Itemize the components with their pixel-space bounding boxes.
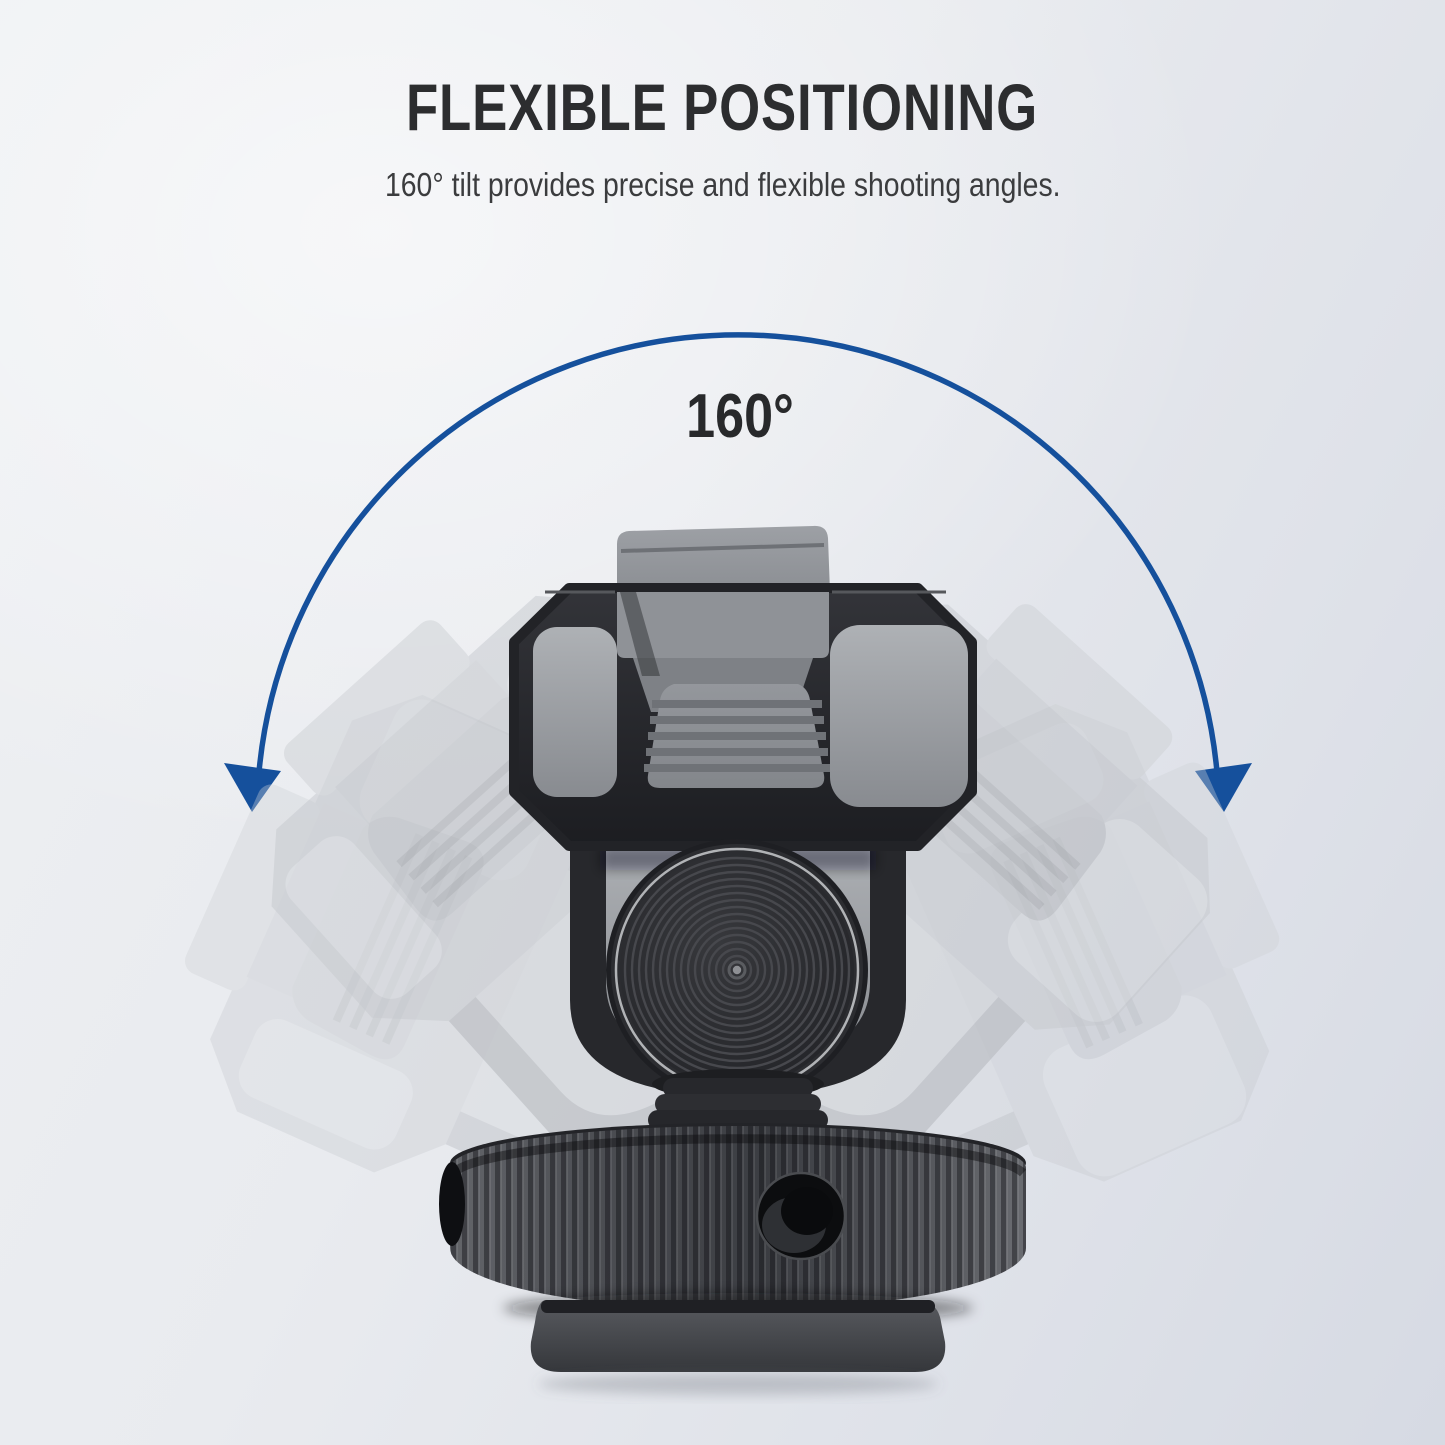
tilt-lock-knob — [606, 839, 868, 1101]
clamp-panel-right — [830, 625, 968, 807]
wheel-side-hole — [755, 1171, 847, 1261]
angle-label: 160° — [686, 382, 794, 451]
page-title: FLEXIBLE POSITIONING — [406, 70, 1039, 144]
knurled-locking-wheel — [439, 1123, 1027, 1310]
rotation-arc — [256, 332, 1220, 773]
arrowhead-left-icon — [224, 763, 281, 812]
clamp-panel-left — [533, 627, 617, 797]
wheel-left-hole — [439, 1162, 465, 1246]
arrowhead-right-icon — [1195, 763, 1252, 812]
header: FLEXIBLE POSITIONING 160° tilt provides … — [0, 74, 1445, 203]
page-subtitle: 160° tilt provides precise and flexible … — [384, 166, 1061, 203]
shoe-clamp-bar — [509, 583, 977, 851]
spring-clip — [617, 592, 830, 788]
clip-tab — [617, 525, 830, 598]
spring-clip-ridges — [644, 700, 830, 772]
cold-shoe-plate — [503, 1293, 973, 1395]
mount-product — [439, 525, 1027, 1395]
wheel-knurling — [450, 1126, 1026, 1310]
